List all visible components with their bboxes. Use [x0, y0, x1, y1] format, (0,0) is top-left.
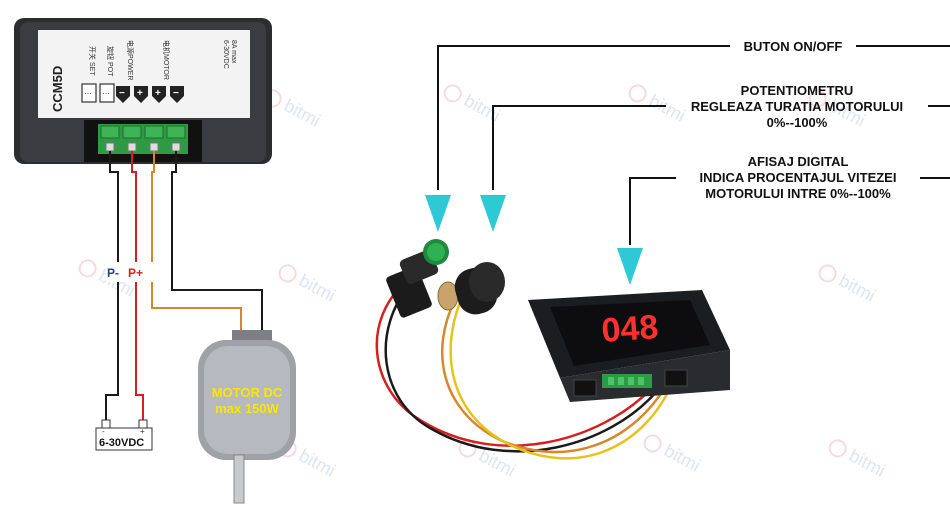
pot-annotation-line1: POTENTIOMETRU	[741, 83, 854, 98]
display-readout: 048	[600, 308, 659, 350]
pot-cn-label: 旋钮	[106, 46, 115, 60]
display-screen	[550, 300, 710, 366]
switch-label: SET	[88, 62, 95, 76]
module-model: CCM5D	[50, 66, 65, 112]
watermark-text: bitmi	[296, 445, 339, 481]
watermark-text: bitmi	[846, 445, 889, 481]
power-supply: - + 6-30VDC	[95, 419, 153, 451]
current-rating: 8A max	[230, 40, 237, 64]
watermark-logo: bitmi	[643, 434, 704, 476]
arrow-button	[425, 195, 451, 232]
display-annotation-line2: INDICA PROCENTAJUL VITEZEI	[700, 170, 897, 185]
svg-text:−: −	[173, 88, 179, 99]
p-plus-label: P+	[128, 266, 143, 280]
watermark-text: bitmi	[836, 270, 879, 306]
voltage-rating: 6-30VDC	[222, 40, 229, 69]
arrow-display	[617, 248, 643, 285]
dc-motor: MOTOR DC max 150W	[198, 330, 296, 504]
motor-label-line1: MOTOR DC	[212, 385, 283, 400]
pot-label: POT	[106, 62, 113, 77]
power-label: 电源POWER	[126, 40, 135, 80]
annotation-lines	[437, 45, 950, 245]
svg-text:+: +	[137, 88, 143, 99]
power-supply-label: 6-30VDC	[99, 437, 144, 449]
controller-module: CCM5D ··· ··· SET POT 开关 旋钮 电源POWER 电机MO…	[14, 18, 272, 164]
left-wires	[105, 151, 263, 420]
pot-annotation-line2: REGLEAZA TURATIA MOTORULUI	[691, 99, 903, 114]
digital-display: 048	[528, 290, 730, 402]
display-terminal	[602, 374, 652, 388]
watermark-logo: bitmi	[278, 264, 339, 306]
svg-text:···: ···	[84, 89, 92, 98]
watermark-text: bitmi	[281, 95, 324, 131]
motor-label-line2: max 150W	[215, 401, 279, 416]
display-annotation-line3: MOTORULUI INTRE 0%--100%	[705, 186, 891, 201]
watermark-text: bitmi	[461, 90, 504, 126]
annotation-arrows	[425, 195, 643, 285]
module-label-panel	[38, 30, 250, 118]
power-supply-box	[95, 427, 153, 451]
svg-text:···: ···	[102, 89, 110, 98]
watermark-logo: bitmi	[458, 439, 519, 481]
controller-cables	[375, 279, 670, 460]
watermark-logo: bitmi	[443, 84, 504, 126]
watermark-logo: bitmi	[818, 264, 879, 306]
arrow-potentiometer	[480, 195, 506, 232]
watermark-logo: bitmi	[628, 84, 689, 126]
watermark-text: bitmi	[646, 90, 689, 126]
switch-connector	[81, 83, 97, 103]
battery-plus: +	[140, 427, 145, 436]
switch-cn-label: 开关	[88, 46, 97, 60]
svg-text:+: +	[155, 88, 161, 99]
display-annotation-line1: AFISAJ DIGITAL	[748, 154, 849, 169]
potentiometer	[437, 262, 505, 315]
motor-label: 电机MOTOR	[162, 40, 171, 80]
p-minus-label: P-	[107, 266, 119, 280]
watermark-text: bitmi	[296, 270, 339, 306]
pot-connector	[99, 83, 115, 103]
watermark-logo: bitmi	[828, 439, 889, 481]
svg-text:−: −	[119, 88, 125, 99]
on-off-switch	[386, 239, 449, 318]
wire-label-bg	[106, 262, 154, 282]
motor-shaft	[233, 454, 245, 504]
watermark-text: bitmi	[661, 440, 704, 476]
button-annotation: BUTON ON/OFF	[744, 39, 843, 54]
pot-annotation-line3: 0%--100%	[767, 115, 828, 130]
polarity-markers: − + + −	[116, 86, 184, 103]
battery-minus: -	[102, 427, 105, 436]
